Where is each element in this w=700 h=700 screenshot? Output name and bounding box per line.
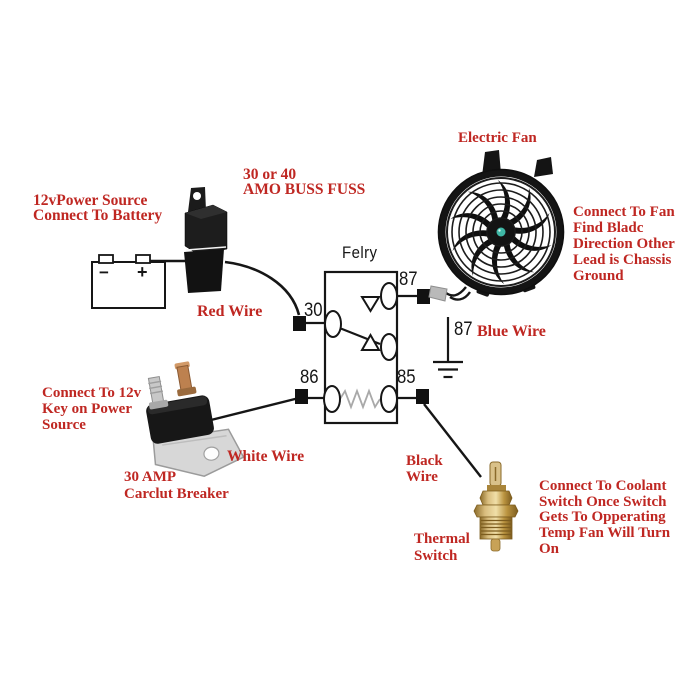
thermal-switch-label: Thermal Switch [414,531,470,564]
fan-hub [487,218,515,246]
relay-post-87a [380,333,398,361]
relay-symbol [293,270,430,425]
relay-post-86 [323,385,341,413]
battery-plus: + [137,262,148,282]
terminal-87 [417,289,430,304]
relay-contact-up-triangle [360,332,381,351]
terminal-30 [293,316,306,331]
thermal-switch-image [473,461,519,552]
relay-contact-down-triangle [360,296,381,313]
black-wire-label: Black Wire [406,453,443,485]
blue-wire-label: Blue Wire [477,323,546,340]
white-wire-label: White Wire [227,448,305,465]
power-source-label: 12vPower Source Connect To Battery [33,192,163,224]
breaker-bracket [152,428,245,478]
circuit-breaker-image [146,361,245,478]
key-power-note: Connect To 12v Key on Power Source [42,385,142,433]
battery-minus: − [99,263,109,282]
fan-lead-wires [445,286,471,301]
electric-fan-image [428,150,565,302]
white-wire [202,396,300,424]
fan-plug-connector [428,285,448,302]
thermal-probe-tip [490,538,501,552]
pin-87-label: 87 [399,269,418,290]
fan-connection-note: Connect To Fan Find Bladc Direction Othe… [573,204,675,284]
pin-85-label: 85 [397,367,416,388]
relay-post-85 [380,385,398,413]
fan-shroud-edge [437,168,565,296]
pin-86-label: 86 [300,367,319,388]
black-wire [423,403,482,478]
relay-title: Felry [342,243,378,262]
breaker-bracket-hole [203,446,220,461]
breaker-copper-stud [174,361,197,397]
battery-symbol [91,254,166,309]
terminal-86 [295,389,308,404]
breaker-label: 30 AMP Carclut Breaker [124,469,229,502]
fan-shroud-ring [438,169,564,295]
fan-top-tab [534,157,553,177]
breaker-silver-stud [147,375,169,410]
fan-grill [446,177,556,287]
thermal-hex-nut [479,490,513,506]
coolant-switch-note: Connect To Coolant Switch Once Switch Ge… [539,478,671,557]
ground-pin-label: 87 [454,319,473,340]
chassis-ground-symbol [433,317,463,379]
thermal-hex-flange [473,504,519,518]
electric-fan-label: Electric Fan [458,130,537,146]
pin-30-label: 30 [304,300,323,321]
red-wire-label: Red Wire [197,303,263,320]
terminal-85 [416,389,429,404]
fuse-holder-image [184,187,228,293]
fuse-label: 30 or 40 AMO BUSS FUSS [243,166,366,198]
relay-coil [339,388,381,410]
relay-post-87 [380,282,398,310]
relay-post-30 [324,310,342,338]
